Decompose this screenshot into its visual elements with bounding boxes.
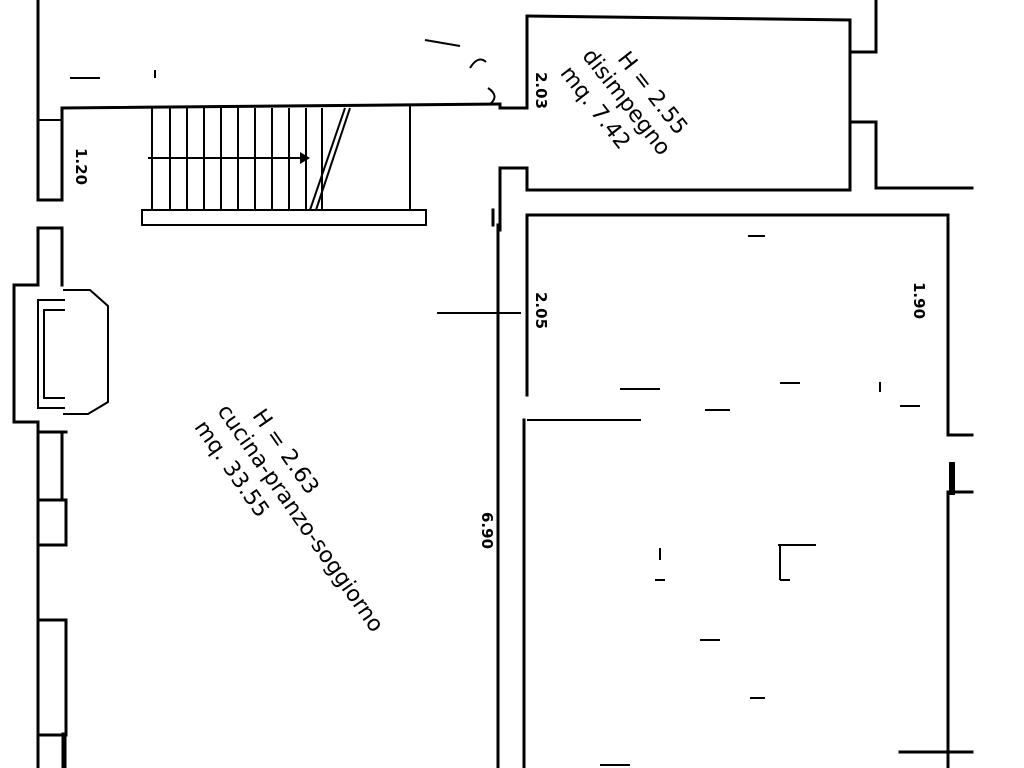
right-room-dimension-b: 1.90 (910, 282, 928, 319)
corridor-fragments (70, 39, 496, 105)
right-room (437, 208, 974, 768)
outer-walls (12, 0, 502, 768)
staircase (141, 106, 427, 226)
disimpegno-door-dimension: 2.03 (532, 72, 550, 109)
cucina-depth-dimension: 6.90 (478, 512, 496, 549)
disimpegno-room (498, 0, 974, 232)
corridor-width-dimension: 1.20 (72, 148, 90, 185)
right-room-dimension-a: 2.05 (532, 292, 550, 329)
